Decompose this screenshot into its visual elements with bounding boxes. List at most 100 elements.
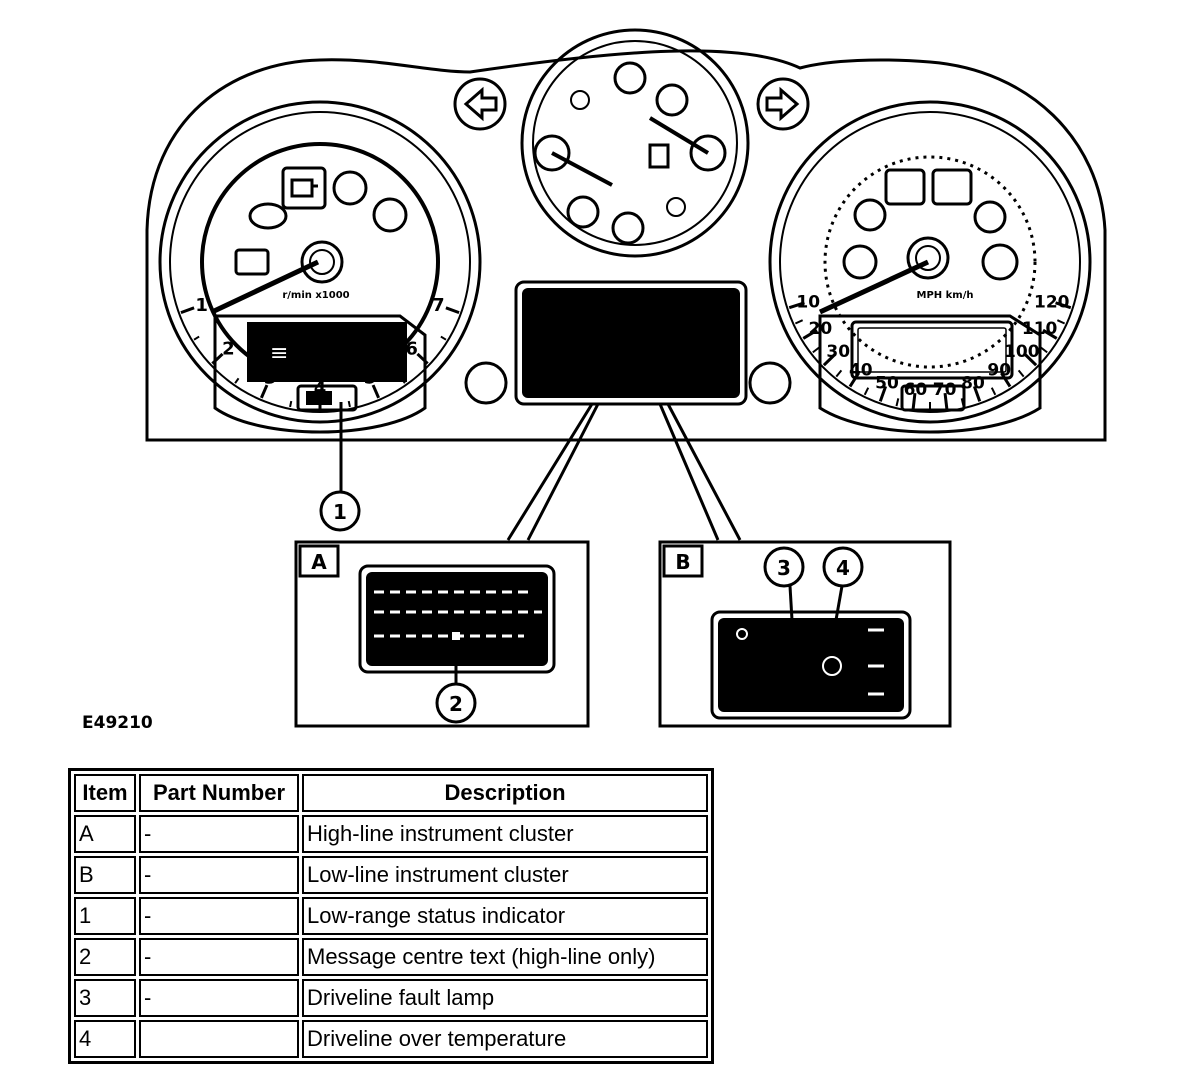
driveline-fault-lamp-icon xyxy=(736,628,748,640)
speedometer-tick xyxy=(788,301,805,310)
speedometer-scale-label: 30 xyxy=(826,342,850,362)
speedometer-scale-label: 60 xyxy=(904,380,928,400)
table-row: A - High-line instrument cluster xyxy=(74,815,708,853)
cell-description: Driveline fault lamp xyxy=(302,979,708,1017)
tachometer-hub xyxy=(300,240,344,284)
low-line-message-display xyxy=(710,610,912,720)
tachometer-gauge: 1234567 r/min x1000 ≡ xyxy=(158,100,482,434)
speedometer-scale-label: 40 xyxy=(849,361,873,381)
speedometer-tick xyxy=(812,346,820,354)
speedometer-tick xyxy=(878,385,888,402)
left-warning-lamp-icon xyxy=(464,361,508,405)
speedometer-tick xyxy=(822,352,837,367)
left-turn-indicator-icon xyxy=(453,77,507,131)
table-row: 3 - Driveline fault lamp xyxy=(74,979,708,1017)
speedometer-tick xyxy=(895,398,900,407)
tacho-warning-icon-1 xyxy=(332,170,368,206)
callout-3: 3 xyxy=(763,546,805,588)
leader-to-inset-b xyxy=(658,403,742,541)
cluster-housing xyxy=(145,49,1107,442)
leader-to-inset-a xyxy=(506,403,600,541)
callout-4: 4 xyxy=(822,546,864,588)
svg-text:≡: ≡ xyxy=(270,341,288,366)
speedometer-tick xyxy=(794,319,804,325)
speedometer-scale-label: 70 xyxy=(933,380,957,400)
cell-part-number: - xyxy=(139,938,299,976)
message-centre-display xyxy=(514,280,748,406)
speedometer-tick xyxy=(990,387,997,396)
figure-id: E49210 xyxy=(82,713,153,733)
speedometer-tick xyxy=(1040,346,1048,354)
inset-a-label: A xyxy=(311,550,327,574)
speedo-lcd-display xyxy=(850,320,1014,380)
inset-b: B xyxy=(658,540,952,728)
speedometer-tick xyxy=(911,392,917,410)
speedometer-tick xyxy=(1017,369,1025,378)
speedometer-scale-label: 90 xyxy=(987,361,1011,381)
speedo-unit-label: MPH km/h xyxy=(917,290,974,301)
cell-part-number: - xyxy=(139,979,299,1017)
speedometer-tick xyxy=(802,328,818,340)
header-part-number: Part Number xyxy=(139,774,299,812)
tachometer-scale-label: 6 xyxy=(405,338,418,359)
cell-item: 3 xyxy=(74,979,136,1017)
driveline-over-temperature-icon xyxy=(822,656,842,676)
tachometer-tick xyxy=(260,384,269,399)
table-row: B - Low-line instrument cluster xyxy=(74,856,708,894)
speedometer-hub xyxy=(906,236,950,280)
tacho-lcd-display xyxy=(247,322,407,382)
tachometer-tick xyxy=(234,377,240,384)
centre-auxiliary-gauge xyxy=(520,28,750,258)
speedometer-tick xyxy=(972,385,982,402)
cell-part-number: - xyxy=(139,897,299,935)
inset-a: A xyxy=(294,540,590,728)
tachometer-scale-label: 2 xyxy=(222,338,235,359)
temperature-gauge-hub xyxy=(533,134,571,172)
cell-item: 4 xyxy=(74,1020,136,1058)
tachometer-tick xyxy=(193,335,200,341)
cell-description: Low-range status indicator xyxy=(302,897,708,935)
cell-description: Low-line instrument cluster xyxy=(302,856,708,894)
cell-item: A xyxy=(74,815,136,853)
cell-part-number xyxy=(139,1020,299,1058)
speedometer-tick xyxy=(1000,372,1012,388)
speedometer-scale-label: 110 xyxy=(1022,319,1058,339)
table-header-row: Item Part Number Description xyxy=(74,774,708,812)
tachometer-scale-label: 7 xyxy=(432,295,445,316)
oil-pressure-icon xyxy=(248,202,288,230)
tacho-warning-icon-2 xyxy=(372,197,408,233)
header-item: Item xyxy=(74,774,136,812)
speedometer-tick xyxy=(943,392,949,410)
cell-item: B xyxy=(74,856,136,894)
cell-part-number: - xyxy=(139,815,299,853)
fuel-gauge-hub xyxy=(689,134,727,172)
low-range-status-indicator xyxy=(296,384,358,412)
table-row: 2 - Message centre text (high-line only) xyxy=(74,938,708,976)
cell-item: 2 xyxy=(74,938,136,976)
callout-2: 2 xyxy=(435,682,477,724)
speedometer-scale-label: 120 xyxy=(1034,293,1070,313)
speedometer-tick xyxy=(1023,352,1038,367)
inset-b-label: B xyxy=(675,550,690,574)
svg-text:2: 2 xyxy=(449,692,463,716)
speedometer-scale-label: 10 xyxy=(796,293,820,313)
speedometer-scale-label: 100 xyxy=(1004,342,1040,362)
speedometer-tick xyxy=(863,387,870,396)
battery-icon xyxy=(234,248,270,276)
tachometer-scale-label: 1 xyxy=(195,295,208,316)
right-turn-indicator-icon xyxy=(756,77,810,131)
tacho-unit-label: r/min x1000 xyxy=(282,290,349,301)
speedometer-tick xyxy=(1056,319,1066,325)
cell-description: High-line instrument cluster xyxy=(302,815,708,853)
speedometer-tick xyxy=(848,372,860,388)
tachometer-tick xyxy=(347,400,351,408)
tachometer-tick xyxy=(445,306,460,315)
tachometer-tick xyxy=(180,306,195,315)
tachometer-tick xyxy=(440,335,447,341)
cell-item: 1 xyxy=(74,897,136,935)
table-row: 1 - Low-range status indicator xyxy=(74,897,708,935)
tachometer-tick xyxy=(289,400,293,408)
right-warning-lamp-icon xyxy=(748,361,792,405)
speedometer-tick xyxy=(1055,301,1072,310)
